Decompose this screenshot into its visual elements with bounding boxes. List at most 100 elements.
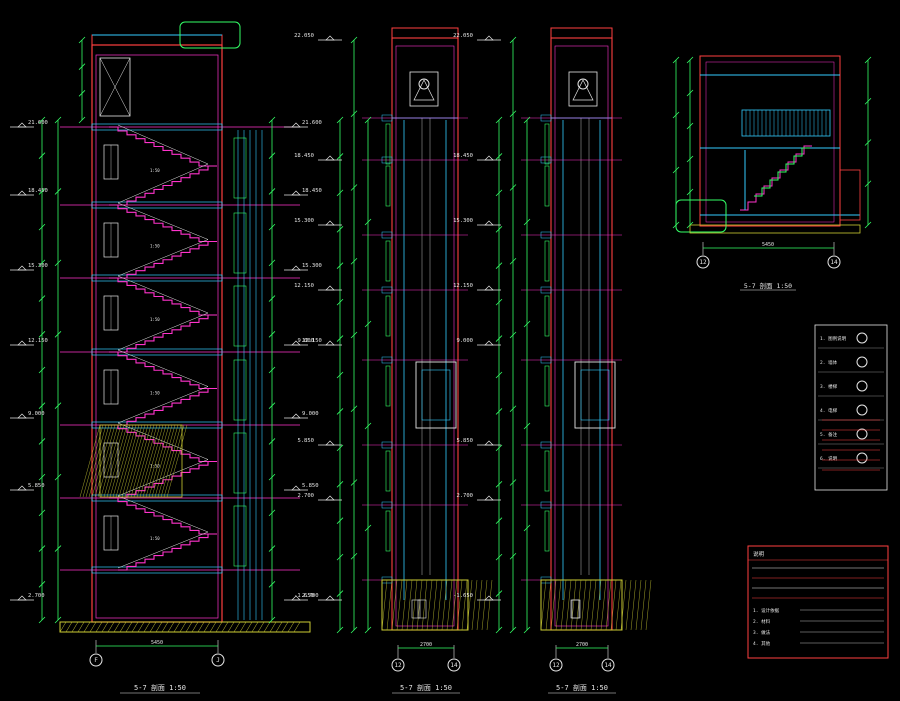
machine-frame	[572, 79, 594, 101]
level-triangle	[291, 340, 301, 346]
floor-slab	[91, 123, 223, 131]
foundation-hatch	[137, 621, 145, 633]
hatch-line	[94, 424, 116, 498]
dim-tick	[523, 218, 531, 226]
notes-row: 1. 设计依据	[753, 607, 780, 614]
legend-frame	[814, 324, 888, 491]
level-triangle	[484, 495, 494, 501]
detail-wall	[699, 55, 841, 227]
bottom-dim-label: 2700	[420, 642, 432, 648]
level-triangle	[291, 413, 301, 419]
foundation-hatch	[65, 621, 73, 633]
dim-tick	[495, 590, 503, 597]
legend-symbol	[856, 332, 868, 344]
dim-tick	[495, 298, 503, 306]
dim-tick	[336, 590, 344, 597]
door-sill	[540, 441, 552, 449]
notes-row: 2. 材料	[753, 618, 771, 625]
axis-label: 12	[552, 662, 560, 669]
pit-hatch	[486, 579, 493, 631]
axis-bubble	[447, 658, 461, 672]
legend-symbol	[856, 356, 868, 368]
dim-tick	[336, 371, 344, 379]
foundation-hatch	[233, 621, 241, 633]
dim-tick	[336, 116, 344, 124]
stair-flight	[109, 277, 208, 316]
landing-door	[385, 510, 391, 552]
hatch-line	[142, 424, 164, 498]
drawing-title: 5-7 剖面 1:50	[556, 683, 608, 692]
level-triangle	[17, 413, 27, 419]
stair-flight	[109, 351, 208, 390]
landing-door	[544, 450, 550, 492]
revision-cloud	[179, 21, 241, 49]
dim-tick	[364, 116, 372, 124]
level-triangle	[325, 35, 335, 41]
landing-door	[544, 510, 550, 552]
dim-tick	[38, 473, 46, 481]
foundation-hatch	[179, 621, 187, 633]
dim-tick	[38, 366, 46, 374]
pit-hatch	[481, 579, 488, 631]
buffer	[411, 599, 421, 619]
level-label: 15.300	[302, 263, 322, 269]
dim-tick	[864, 56, 872, 64]
foundation-hatch	[89, 621, 97, 633]
machine-frame	[413, 79, 435, 101]
level-label: 18.450	[302, 188, 322, 194]
axis-label: 12	[394, 662, 402, 669]
level-triangle	[325, 155, 335, 161]
pit-hatch	[600, 579, 607, 631]
stair-label: 1:50	[150, 168, 160, 173]
level-label: 22.050	[453, 33, 473, 39]
handrail	[117, 239, 209, 277]
level-triangle	[325, 220, 335, 226]
pit-hatch	[590, 579, 597, 631]
hatch-line	[151, 424, 173, 498]
pit-hatch	[396, 579, 403, 631]
pit-hatch	[471, 579, 478, 631]
pit-hatch	[625, 579, 632, 631]
dim-tick	[495, 153, 503, 160]
handrail	[117, 275, 209, 314]
floor-slab	[91, 201, 223, 209]
pit-hatch	[615, 579, 622, 631]
door-sill	[540, 156, 552, 164]
dim-tick	[268, 616, 276, 624]
handrail	[117, 349, 209, 387]
notes-title: 说明	[753, 550, 765, 558]
handrail	[117, 531, 209, 569]
dim-tick	[509, 331, 517, 339]
dim-tick	[38, 295, 46, 302]
axis-bubble	[211, 653, 225, 667]
dim-tick	[495, 226, 503, 233]
level-triangle	[484, 440, 494, 446]
landing-door	[385, 295, 391, 337]
dim-tick	[38, 223, 46, 231]
stair-label: 1:50	[150, 244, 160, 249]
elevator-car	[574, 361, 616, 429]
level-label: 9.000	[28, 411, 45, 417]
dim-tick	[523, 626, 531, 634]
dim-tick	[364, 626, 372, 634]
dim-tick	[54, 473, 62, 481]
foundation-hatch	[257, 621, 265, 633]
hatch-line	[82, 424, 104, 498]
pit-hatch	[441, 579, 448, 631]
roof-slab	[391, 27, 459, 39]
elev-window	[233, 359, 247, 421]
dim-tick	[268, 473, 276, 481]
bottom-dim-label: 5450	[151, 640, 163, 646]
dim-tick	[268, 331, 276, 338]
pit-hatch	[555, 579, 562, 631]
dim-tick	[54, 545, 62, 552]
door-sill	[381, 356, 393, 364]
level-triangle	[325, 285, 335, 291]
handrail	[117, 163, 209, 204]
dim-tick	[268, 295, 276, 302]
dim-tick	[495, 371, 503, 379]
elevator-section-2: 22.05018.45015.30012.1509.0005.8502.700-…	[453, 27, 652, 694]
dim-tick	[523, 320, 531, 328]
axis-label: 14	[830, 259, 838, 266]
